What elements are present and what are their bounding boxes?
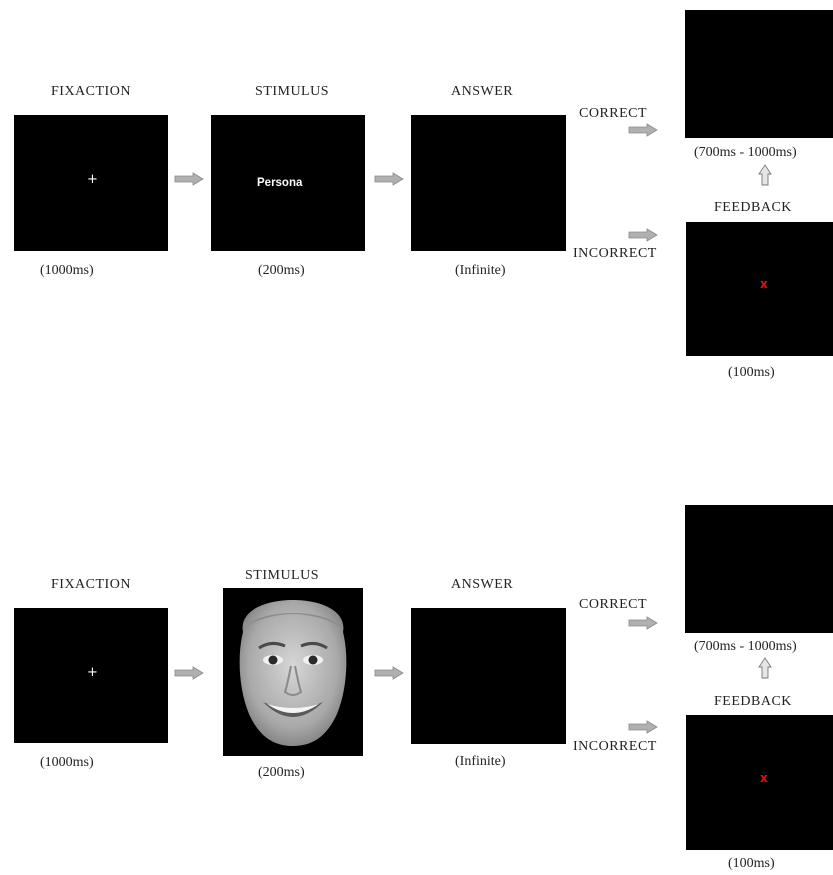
arrow-up-icon [758, 657, 772, 679]
fixation-label: FIXACTION [51, 577, 131, 592]
feedback-label: FEEDBACK [714, 200, 792, 215]
fixation-cross-icon: + [87, 172, 98, 187]
fixation-duration: (1000ms) [40, 755, 94, 770]
face-photo-icon [239, 600, 347, 746]
answer-screen [411, 608, 566, 744]
correct-label: CORRECT [579, 597, 648, 612]
fixation-duration: (1000ms) [40, 263, 94, 278]
fixation-cross-icon: + [87, 665, 98, 680]
feedback-label: FEEDBACK [714, 694, 792, 709]
arrow-right-icon [628, 720, 658, 734]
answer-duration: (Infinite) [455, 263, 506, 278]
correct-screen [685, 10, 833, 138]
answer-duration: (Infinite) [455, 754, 506, 769]
correct-duration: (700ms - 1000ms) [694, 639, 797, 654]
feedback-screen: x [686, 222, 833, 356]
incorrect-label: INCORRECT [573, 739, 657, 754]
arrow-right-icon [628, 228, 658, 242]
error-x-icon: x [760, 277, 768, 291]
stimulus-word: Persona [257, 177, 303, 189]
arrow-right-icon [628, 616, 658, 630]
arrow-right-icon [628, 123, 658, 137]
fixation-screen: + [14, 608, 168, 743]
incorrect-label: INCORRECT [573, 246, 657, 261]
answer-label: ANSWER [451, 84, 514, 99]
error-x-icon: x [760, 771, 768, 785]
stimulus-label: STIMULUS [255, 84, 330, 99]
stimulus-label: STIMULUS [245, 568, 320, 583]
arrow-right-icon [374, 666, 404, 680]
arrow-right-icon [174, 666, 204, 680]
arrow-up-icon [758, 164, 772, 186]
stimulus-duration: (200ms) [258, 263, 305, 278]
feedback-screen: x [686, 715, 833, 850]
stimulus-duration: (200ms) [258, 765, 305, 780]
arrow-right-icon [174, 172, 204, 186]
correct-label: CORRECT [579, 106, 648, 121]
correct-duration: (700ms - 1000ms) [694, 145, 797, 160]
fixation-label: FIXACTION [51, 84, 131, 99]
answer-label: ANSWER [451, 577, 514, 592]
correct-screen [685, 505, 833, 633]
answer-screen [411, 115, 566, 251]
feedback-duration: (100ms) [728, 856, 775, 871]
stimulus-screen: Persona [211, 115, 365, 251]
feedback-duration: (100ms) [728, 365, 775, 380]
stimulus-screen [223, 588, 363, 756]
fixation-screen: + [14, 115, 168, 251]
arrow-right-icon [374, 172, 404, 186]
